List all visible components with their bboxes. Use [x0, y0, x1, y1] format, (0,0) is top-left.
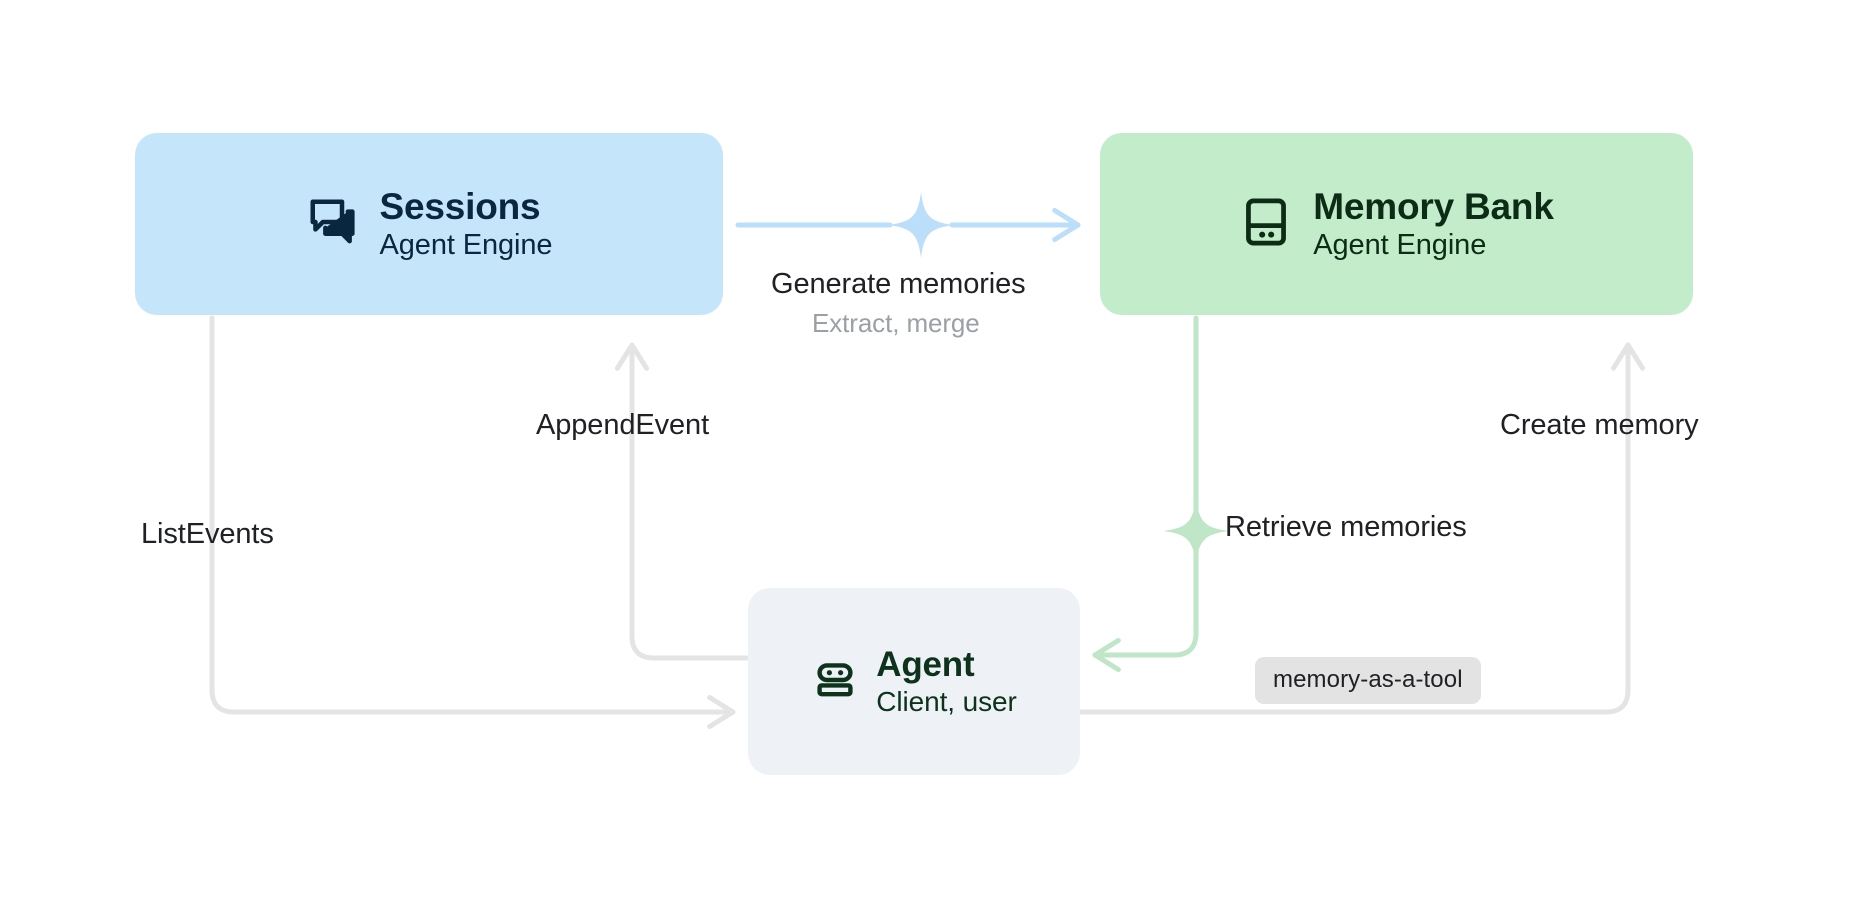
edge-sublabel-extract-merge: Extract, merge — [812, 308, 980, 338]
badge-memory-as-a-tool: memory-as-a-tool — [1255, 657, 1481, 704]
edge-label-append-event: AppendEvent — [536, 409, 710, 441]
node-agent[interactable]: Agent Client, user — [748, 588, 1080, 775]
node-sessions-subtitle: Agent Engine — [379, 229, 553, 262]
sparkle-blue-icon — [888, 192, 954, 258]
wire-create-memory — [1077, 342, 1646, 715]
edge-label-list-events: ListEvents — [141, 518, 274, 550]
forum-icon — [306, 195, 360, 254]
wire-append-event — [614, 342, 751, 661]
sparkle-green-icon — [1163, 498, 1229, 564]
node-memory-bank-title: Memory Bank — [1313, 186, 1554, 228]
node-sessions[interactable]: Sessions Agent Engine — [135, 133, 723, 315]
wire-retrieve-memories — [1092, 315, 1199, 673]
edge-label-generate-memories: Generate memories — [771, 268, 1026, 300]
database-icon — [1239, 195, 1293, 254]
node-memory-bank-subtitle: Agent Engine — [1313, 229, 1487, 262]
node-agent-subtitle: Client, user — [876, 686, 1017, 718]
robot-icon — [811, 655, 859, 708]
node-sessions-title: Sessions — [379, 186, 541, 228]
wire-list-events — [209, 315, 736, 730]
node-memory-bank[interactable]: Memory Bank Agent Engine — [1100, 133, 1693, 315]
edge-label-create-memory: Create memory — [1500, 409, 1699, 441]
edge-label-retrieve-memories: Retrieve memories — [1225, 511, 1467, 543]
node-agent-title: Agent — [876, 645, 975, 685]
